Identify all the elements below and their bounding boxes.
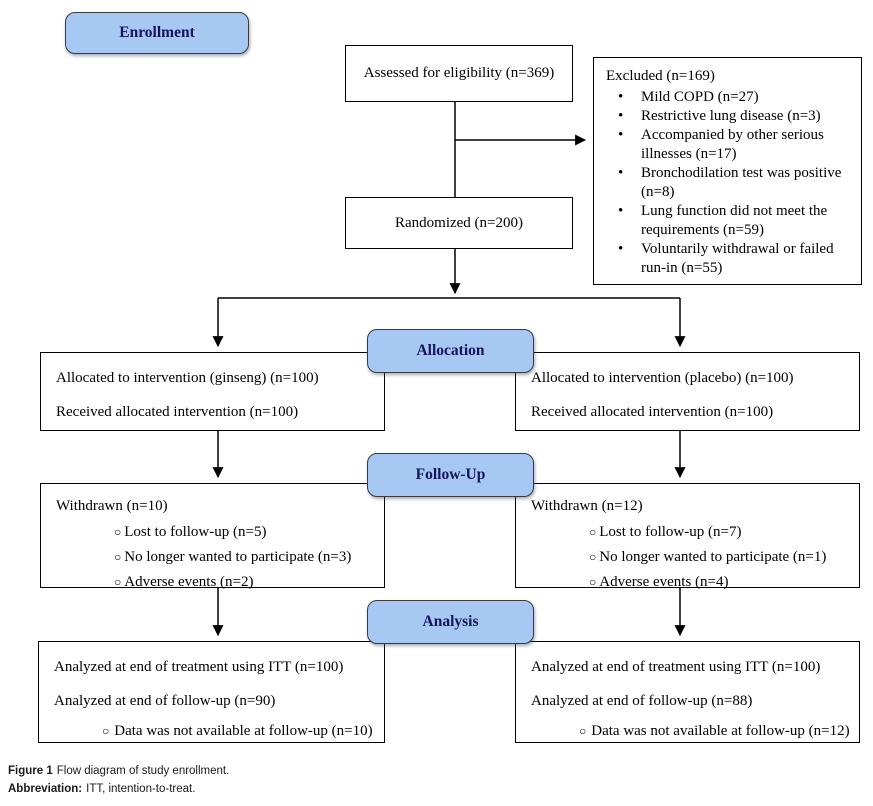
excluded-reason-item: • Bronchodilation test was positive (n=8) — [606, 164, 855, 202]
allocation-ginseng-box: Allocated to intervention (ginseng) (n=1… — [40, 352, 385, 431]
excluded-reason-text: Bronchodilation test was positive (n=8) — [641, 165, 842, 200]
withdrawn-reasons-list: ○Lost to follow-up (n=7) ○No longer want… — [531, 520, 859, 595]
figure-text: Flow diagram of study enrollment. — [56, 765, 230, 777]
circle-bullet-icon: ○ — [579, 724, 587, 738]
randomized-text: Randomized (n=200) — [394, 214, 523, 231]
excluded-reason-item: • Lung function did not meet the requirem… — [606, 202, 855, 240]
allocation-line: Received allocated intervention (n=100) — [56, 404, 299, 420]
circle-bullet-icon: ○ — [114, 525, 122, 539]
excluded-title: Excluded (n=169) — [606, 68, 715, 84]
abbreviation-label: Abbreviation: — [8, 783, 83, 795]
circle-bullet-icon: ○ — [589, 525, 597, 539]
analysis-line: Analyzed at end of follow-up (n=88) — [531, 693, 753, 709]
randomized-box: Randomized (n=200) — [345, 197, 573, 249]
bullet-icon: • — [618, 203, 624, 219]
excluded-reason-item: • Mild COPD (n=27) — [606, 88, 855, 107]
analysis-line: Analyzed at end of treatment using ITT (… — [531, 659, 821, 675]
excluded-reason-item: • Restrictive lung disease (n=3) — [606, 107, 855, 126]
excluded-reason-item: • Voluntarily withdrawal or failed run-in… — [606, 240, 855, 278]
excluded-reason-text: Mild COPD (n=27) — [641, 89, 759, 105]
withdrawn-reasons-list: ○Lost to follow-up (n=5) ○No longer want… — [56, 520, 384, 595]
excluded-reason-text: Restrictive lung disease (n=3) — [641, 108, 821, 124]
withdrawn-reason-item: ○Lost to follow-up (n=5) — [56, 520, 384, 545]
withdrawn-reason-text: No longer wanted to participate (n=3) — [124, 549, 352, 565]
assessed-eligibility-text: Assessed for eligibility (n=369) — [363, 65, 555, 81]
bullet-icon: • — [618, 165, 624, 181]
withdrawn-reason-text: Lost to follow-up (n=5) — [124, 524, 267, 540]
circle-bullet-icon: ○ — [114, 575, 122, 589]
bullet-icon: • — [618, 108, 624, 124]
allocation-line: Allocated to intervention (ginseng) (n=1… — [56, 370, 319, 386]
excluded-reason-text: Voluntarily withdrawal or failed run-in … — [641, 241, 834, 276]
allocation-line: Allocated to intervention (placebo) (n=1… — [531, 370, 794, 386]
withdrawn-reason-text: Adverse events (n=4) — [599, 574, 729, 590]
withdrawn-reason-item: ○Adverse events (n=4) — [531, 570, 859, 595]
bullet-icon: • — [618, 89, 624, 105]
analysis-placebo-box: Analyzed at end of treatment using ITT (… — [515, 641, 860, 743]
followup-ginseng-box: Withdrawn (n=10) ○Lost to follow-up (n=5… — [40, 483, 385, 590]
analysis-subitem-text: Data was not available at follow-up (n=1… — [591, 723, 850, 739]
stage-label-enrollment: Enrollment — [65, 12, 249, 54]
excluded-reason-text: Lung function did not meet the requireme… — [641, 203, 828, 238]
abbreviation-text: ITT, intention-to-treat. — [86, 783, 196, 795]
withdrawn-reason-item: ○Adverse events (n=2) — [56, 570, 384, 595]
allocation-placebo-box: Allocated to intervention (placebo) (n=1… — [515, 352, 860, 431]
analysis-subitem-text: Data was not available at follow-up (n=1… — [114, 723, 373, 739]
withdrawn-reason-text: Lost to follow-up (n=7) — [599, 524, 742, 540]
withdrawn-title: Withdrawn (n=10) — [56, 498, 168, 514]
bullet-icon: • — [618, 241, 624, 257]
analysis-line: Analyzed at end of treatment using ITT (… — [54, 659, 344, 675]
circle-bullet-icon: ○ — [589, 575, 597, 589]
stage-label-followup: Follow-Up — [367, 453, 534, 497]
excluded-reasons-list: • Mild COPD (n=27) • Restrictive lung dise… — [606, 88, 855, 278]
bullet-icon: • — [618, 127, 624, 143]
withdrawn-reason-item: ○No longer wanted to participate (n=1) — [531, 545, 859, 570]
circle-bullet-icon: ○ — [102, 724, 110, 738]
excluded-box: Excluded (n=169) • Mild COPD (n=27) • Rest… — [593, 57, 862, 285]
analysis-subitem: ○ Data was not available at follow-up (n=… — [531, 721, 859, 741]
allocation-line: Received allocated intervention (n=100) — [531, 404, 774, 420]
withdrawn-reason-text: No longer wanted to participate (n=1) — [599, 549, 827, 565]
abbreviation-line: Abbreviation:ITT, intention-to-treat. — [8, 780, 229, 798]
stage-label-analysis: Analysis — [367, 600, 534, 644]
assessed-eligibility-box: Assessed for eligibility (n=369) — [345, 45, 573, 102]
withdrawn-reason-item: ○Lost to follow-up (n=7) — [531, 520, 859, 545]
withdrawn-reason-text: Adverse events (n=2) — [124, 574, 254, 590]
followup-placebo-box: Withdrawn (n=12) ○Lost to follow-up (n=7… — [515, 483, 860, 590]
withdrawn-title: Withdrawn (n=12) — [531, 498, 643, 514]
circle-bullet-icon: ○ — [589, 550, 597, 564]
circle-bullet-icon: ○ — [114, 550, 122, 564]
analysis-line: Analyzed at end of follow-up (n=90) — [54, 693, 276, 709]
stage-label-allocation: Allocation — [367, 329, 534, 373]
withdrawn-reason-item: ○No longer wanted to participate (n=3) — [56, 545, 384, 570]
analysis-subitem: ○ Data was not available at follow-up (n=… — [54, 721, 384, 741]
excluded-reason-text: Accompanied by other serious illnesses (… — [641, 127, 824, 162]
figure-label: Figure 1 — [8, 765, 53, 777]
excluded-reason-item: • Accompanied by other serious illnesses … — [606, 126, 855, 164]
analysis-ginseng-box: Analyzed at end of treatment using ITT (… — [38, 641, 385, 743]
